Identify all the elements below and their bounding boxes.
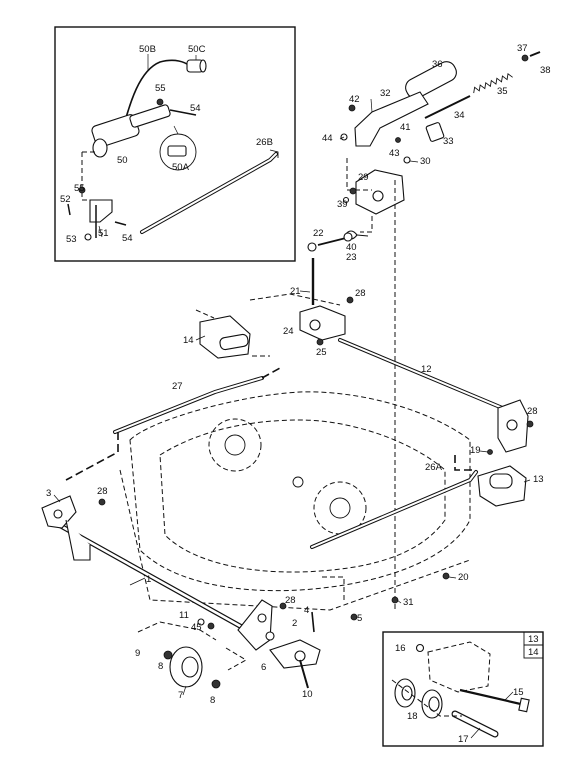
label-13: 13 [533,474,544,485]
label-39: 39 [337,199,348,210]
label-22: 22 [313,228,324,239]
label-30: 30 [420,156,431,167]
label-25: 25 [316,347,327,358]
label-43: 43 [389,148,400,159]
label-36: 36 [432,59,443,70]
label-6: 6 [261,662,266,673]
label-11: 11 [179,610,189,621]
label-45: 45 [191,622,202,633]
label-50b: 50B [139,44,156,55]
label-50c: 50C [188,44,206,55]
label-50: 50 [117,155,128,166]
lift-handle-assembly [340,51,541,610]
right-pivot-bracket [442,399,534,580]
label-44: 44 [322,133,333,144]
inset-ref-13: 13 [528,634,539,645]
label-20: 20 [458,572,469,583]
label-38: 38 [540,65,551,76]
label-54-upper: 54 [190,103,201,114]
inset-upper-left: 50B 50C 55 54 50 50A 26B 55 52 51 53 54 [54,26,296,262]
gauge-wheel-assembly [137,576,358,689]
label-28-left: 28 [97,486,108,497]
label-27: 27 [172,381,183,392]
label-9: 9 [135,648,140,659]
label-29: 29 [358,172,369,183]
label-55-lower: 55 [74,183,85,194]
label-14: 14 [183,335,194,346]
label-3: 3 [46,488,51,499]
label-8-right: 8 [210,695,215,706]
lift-link-assembly [195,232,354,359]
label-52: 52 [60,194,71,205]
label-41: 41 [400,122,411,133]
lift-rods [47,338,514,643]
label-2: 2 [292,618,297,629]
label-26a: 26A [425,462,443,473]
label-24: 24 [283,326,294,337]
label-4: 4 [304,605,309,616]
inset-ref-14: 14 [528,647,539,658]
label-53: 53 [66,234,77,245]
label-17: 17 [458,734,469,745]
label-28-right: 28 [527,406,538,417]
label-1: 1 [146,574,151,585]
label-35: 35 [497,86,508,97]
label-23: 23 [346,252,357,263]
label-19: 19 [470,445,481,456]
label-5: 5 [357,613,362,624]
label-31: 31 [403,597,414,608]
label-26b: 26B [256,137,273,148]
label-42: 42 [349,94,360,105]
label-21: 21 [290,286,301,297]
label-33: 33 [443,136,454,147]
label-7: 7 [178,690,183,701]
label-51: 51 [98,228,109,239]
label-18: 18 [407,711,418,722]
label-28-lower: 28 [285,595,296,606]
label-55-upper: 55 [155,83,166,94]
label-32: 32 [380,88,391,99]
inset-lower-right [382,631,544,747]
label-40: 40 [346,242,357,253]
label-34: 34 [454,110,465,121]
label-12: 12 [421,364,432,375]
leader-lines [53,54,531,739]
label-37: 37 [517,43,528,54]
label-8-left: 8 [158,661,163,672]
label-28-top: 28 [355,288,366,299]
label-54-lower: 54 [122,233,133,244]
left-front-bracket [41,495,106,561]
label-16: 16 [395,643,406,654]
label-15: 15 [513,687,524,698]
label-10: 10 [302,689,313,700]
label-50a: 50A [172,162,190,173]
